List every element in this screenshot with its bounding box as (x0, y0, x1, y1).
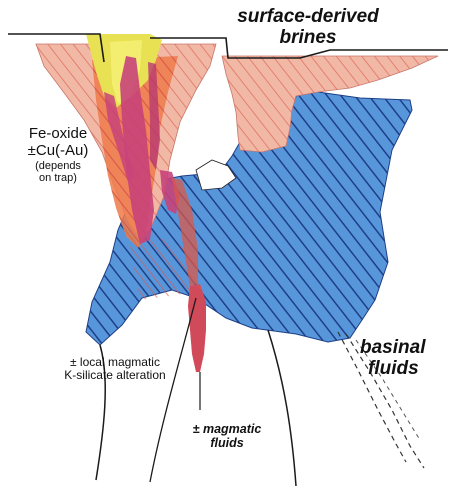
label-localmag-line1: ± local magmatic (20, 356, 210, 369)
label-magfluids-line2: fluids (172, 436, 282, 450)
label-fe-oxide: Fe-oxide ±Cu(-Au) (depends on trap) (12, 126, 104, 184)
label-surface-line2: brines (178, 27, 438, 48)
label-local-magmatic: ± local magmatic K-silicate alteration (20, 356, 210, 383)
label-fe-line1: Fe-oxide (12, 126, 104, 143)
label-surface-derived-brines: surface-derived brines (178, 6, 438, 49)
label-fe-line3: (depends (12, 160, 104, 172)
intrusion-outline-mid (150, 298, 196, 482)
label-magfluids-line1: ± magmatic (172, 422, 282, 436)
label-fe-line2: ±Cu(-Au) (12, 143, 104, 160)
label-basinal-line2: fluids (360, 358, 455, 379)
label-fe-line4: on trap) (12, 172, 104, 184)
label-localmag-line2: K-silicate alteration (20, 369, 210, 382)
label-surface-line1: surface-derived (178, 6, 438, 27)
intrusion-outline-right (268, 330, 296, 486)
label-basinal-line1: basinal (360, 337, 455, 358)
label-magmatic-fluids: ± magmatic fluids (172, 422, 282, 450)
label-basinal-fluids: basinal fluids (360, 337, 455, 380)
